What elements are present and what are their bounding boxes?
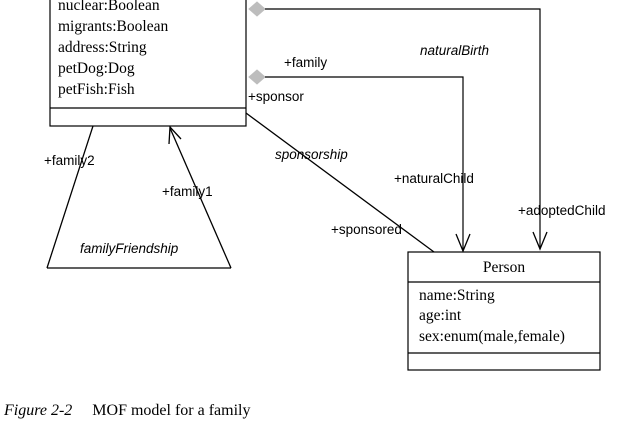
figure-caption-text: MOF model for a family	[92, 402, 251, 419]
family-class-box: nuclear:Boolean migrants:Boolean address…	[49, 0, 247, 127]
family-attribute-petdog: petDog:Dog	[58, 60, 135, 77]
person-class-name: Person	[483, 259, 525, 276]
family-attribute-address: address:String	[58, 39, 147, 56]
sponsorship-association	[245, 112, 435, 253]
family2-role-label: +family2	[44, 153, 95, 168]
figure-number: Figure 2-2	[4, 402, 73, 419]
natural-child-association	[248, 69, 471, 253]
family-attribute-migrants: migrants:Boolean	[58, 18, 168, 35]
person-class-box: Person name:String age:int sex:enum(male…	[407, 251, 601, 371]
family1-role-label: +family1	[162, 184, 213, 199]
family-role-label: +family	[284, 55, 327, 70]
sponsored-role-label: +sponsored	[331, 222, 402, 237]
family-attribute-nuclear: nuclear:Boolean	[58, 0, 160, 14]
family-friendship-label: familyFriendship	[80, 241, 179, 256]
natural-birth-label: naturalBirth	[420, 43, 489, 58]
natural-child-role-label: +naturalChild	[394, 171, 474, 186]
person-attribute-sex: sex:enum(male,female)	[419, 328, 565, 345]
adopted-child-role-label: +adoptedChild	[518, 203, 605, 218]
family-attribute-petfish: petFish:Fish	[58, 81, 135, 98]
person-attribute-name: name:String	[419, 287, 495, 304]
family-friendship-association	[46, 125, 232, 269]
figure-caption: Figure 2-2 MOF model for a family	[4, 402, 250, 420]
adopted-child-association	[248, 1, 548, 251]
sponsorship-label: sponsorship	[275, 147, 348, 162]
person-attribute-age: age:int	[419, 307, 462, 324]
sponsor-role-label: +sponsor	[248, 89, 304, 104]
